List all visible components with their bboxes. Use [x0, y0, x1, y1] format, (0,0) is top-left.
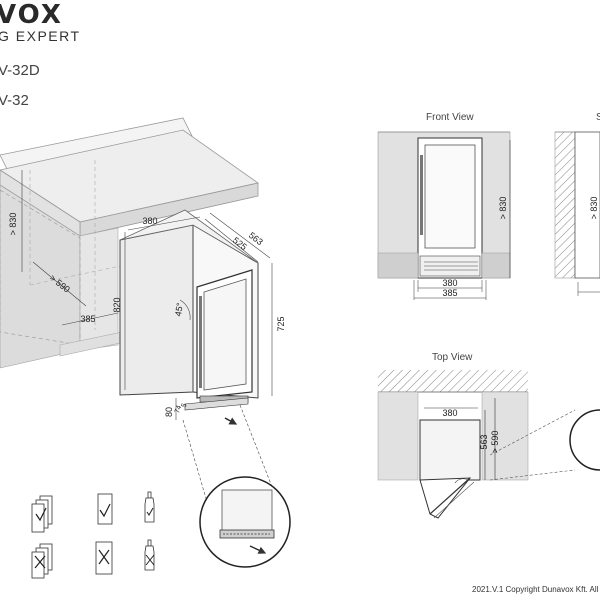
dim-bottom-74: 74 — [174, 405, 183, 415]
dim-width-380: 380 — [142, 216, 157, 226]
front-dim-height: > 830 — [498, 197, 508, 220]
front-view — [377, 131, 511, 300]
appliance-unit — [119, 209, 259, 425]
top-dim-depth-563: 563 — [479, 434, 489, 449]
front-view-labels: > 830 380 385 — [442, 197, 508, 298]
countertop — [0, 117, 259, 237]
cabinet-ok-icon — [97, 493, 113, 525]
dim-height-80: 80 — [164, 407, 174, 417]
top-dim-depth-590: > 590 — [490, 431, 500, 454]
dim-width-385: 385 — [80, 314, 95, 324]
top-view — [377, 370, 600, 519]
dim-depth-563: 563 — [247, 230, 265, 247]
front-dim-width-385: 385 — [442, 288, 457, 298]
front-dim-width-380: 380 — [442, 278, 457, 288]
front-view-title: Front View — [426, 112, 474, 123]
dim-height-725: 725 — [276, 316, 286, 331]
bottle-no-icon — [144, 539, 155, 571]
dim-height-830: > 830 — [8, 213, 18, 236]
bottle-ok-icon — [144, 491, 155, 523]
brand-logo: VOX — [0, 0, 63, 30]
dim-bottom-5: 5 — [181, 402, 189, 408]
side-view-labels: > 830 — [589, 197, 599, 220]
side-dim-height: > 830 — [589, 197, 599, 220]
model-name-1: V-32D — [0, 62, 40, 79]
dim-height-820: 820 — [112, 297, 122, 312]
dim-angle-45: 45° — [173, 302, 185, 318]
model-name-2: V-32 — [0, 92, 29, 109]
main-dimension-lines — [21, 170, 286, 521]
side-view — [554, 131, 600, 296]
stack-no-icon — [31, 543, 53, 579]
cabinet-no-icon — [95, 541, 113, 575]
brand-tagline: G EXPERT — [0, 28, 81, 44]
zoom-detail — [199, 476, 291, 568]
side-view-title: S — [596, 112, 600, 123]
top-dim-width-380: 380 — [442, 408, 457, 418]
top-view-title: Top View — [432, 352, 473, 363]
top-view-labels: 380 563 > 590 — [442, 408, 500, 453]
stack-ok-icon — [31, 495, 53, 533]
copyright-footer: 2021.V.1 Copyright Dunavox Kft. All r — [472, 585, 600, 594]
